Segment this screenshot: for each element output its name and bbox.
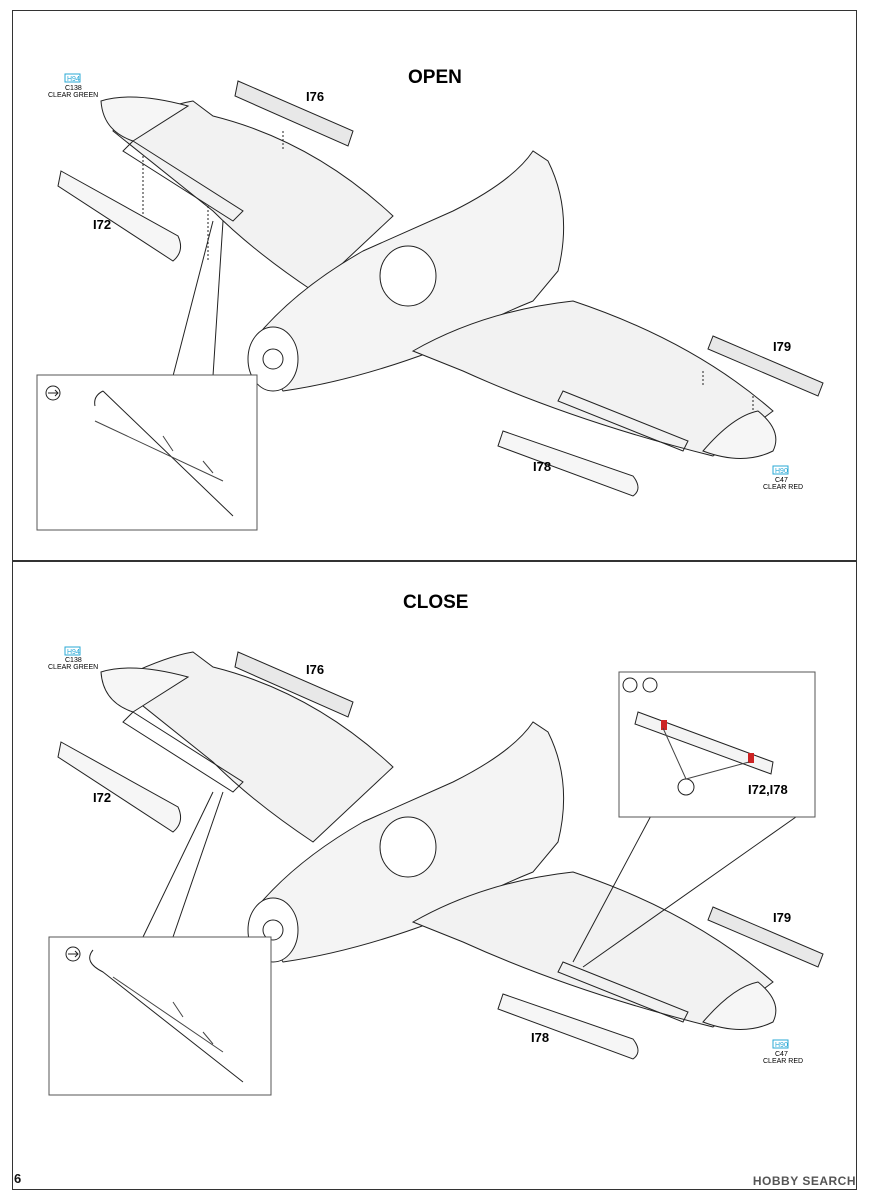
left-wingtip-light	[100, 96, 190, 142]
engine-cowl	[247, 326, 299, 392]
close-title: CLOSE	[403, 592, 468, 613]
right-wingtip-light	[702, 410, 777, 459]
flap-detail-leader	[572, 811, 804, 968]
intake	[379, 816, 437, 878]
red-mark	[748, 753, 754, 763]
close-detail-box	[48, 936, 272, 1096]
open-right-light-code: C47	[775, 477, 788, 484]
detail-leader	[142, 791, 224, 938]
close-left-light-box: H94	[67, 649, 80, 656]
open-assembly-drawing: OPEN I72 I76 I79 I78 H94 C138 CLEAR GREE…	[36, 67, 824, 531]
flap-detail-label: I72,I78	[748, 782, 788, 797]
rotate-icon	[622, 677, 638, 693]
close-left-tab-label: I76	[306, 662, 324, 677]
close-left-flap-label: I72	[93, 790, 111, 805]
open-right-tab-label: I79	[773, 339, 791, 354]
left-wing	[112, 651, 394, 843]
right-flap-slot	[557, 390, 689, 452]
open-title: OPEN	[408, 67, 462, 88]
eye-view-icon	[642, 677, 658, 693]
open-left-light-box: H94	[67, 76, 80, 83]
right-tab-part	[707, 335, 824, 397]
right-tab-part	[707, 906, 824, 968]
close-right-light-code: C47	[775, 1051, 788, 1058]
open-panel: OPEN I72 I76 I79 I78 H94 C138 CLEAR GREE…	[12, 10, 857, 561]
left-flap-part	[57, 741, 182, 833]
close-left-light-color: CLEAR GREEN	[48, 664, 98, 671]
close-panel: I72,I78 CLOSE I72 I76 I79 I78 H94 C138 C…	[12, 561, 857, 1190]
left-flap-slot	[122, 711, 244, 793]
close-right-flap-label: I78	[531, 1030, 549, 1045]
right-flap-part	[497, 430, 639, 497]
detail-leader	[172, 220, 224, 377]
right-wing	[411, 871, 774, 1028]
watermark: HOBBY SEARCH	[752, 1174, 856, 1188]
open-right-light-color: CLEAR RED	[763, 484, 803, 491]
close-assembly-drawing: I72,I78 CLOSE I72 I76 I79 I78 H94 C138 C…	[48, 592, 824, 1096]
open-left-light-code: C138	[65, 85, 82, 92]
open-left-flap-label: I72	[93, 217, 111, 232]
guide-lines	[142, 131, 754, 411]
spinner-hole	[262, 348, 284, 370]
right-flap-slot	[557, 961, 689, 1023]
open-right-light-box: H90	[775, 468, 788, 475]
close-right-light-color: CLEAR RED	[763, 1058, 803, 1065]
open-right-flap-label: I78	[533, 459, 551, 474]
right-flap-part	[497, 993, 639, 1060]
spinner-hole	[262, 919, 284, 941]
left-flap-part	[57, 170, 182, 262]
page-number: 6	[14, 1171, 22, 1186]
left-wingtip-light	[100, 667, 190, 713]
right-wingtip-light	[702, 981, 777, 1030]
left-tab-part	[234, 80, 354, 147]
right-wing	[411, 300, 774, 457]
left-flap-slot	[122, 140, 244, 222]
red-mark	[661, 720, 667, 730]
open-left-light-color: CLEAR GREEN	[48, 92, 98, 99]
close-right-light-box: H90	[775, 1042, 788, 1049]
left-tab-part	[234, 651, 354, 718]
open-left-tab-label: I76	[306, 89, 324, 104]
intake	[379, 245, 437, 307]
close-left-light-code: C138	[65, 657, 82, 664]
close-right-tab-label: I79	[773, 910, 791, 925]
